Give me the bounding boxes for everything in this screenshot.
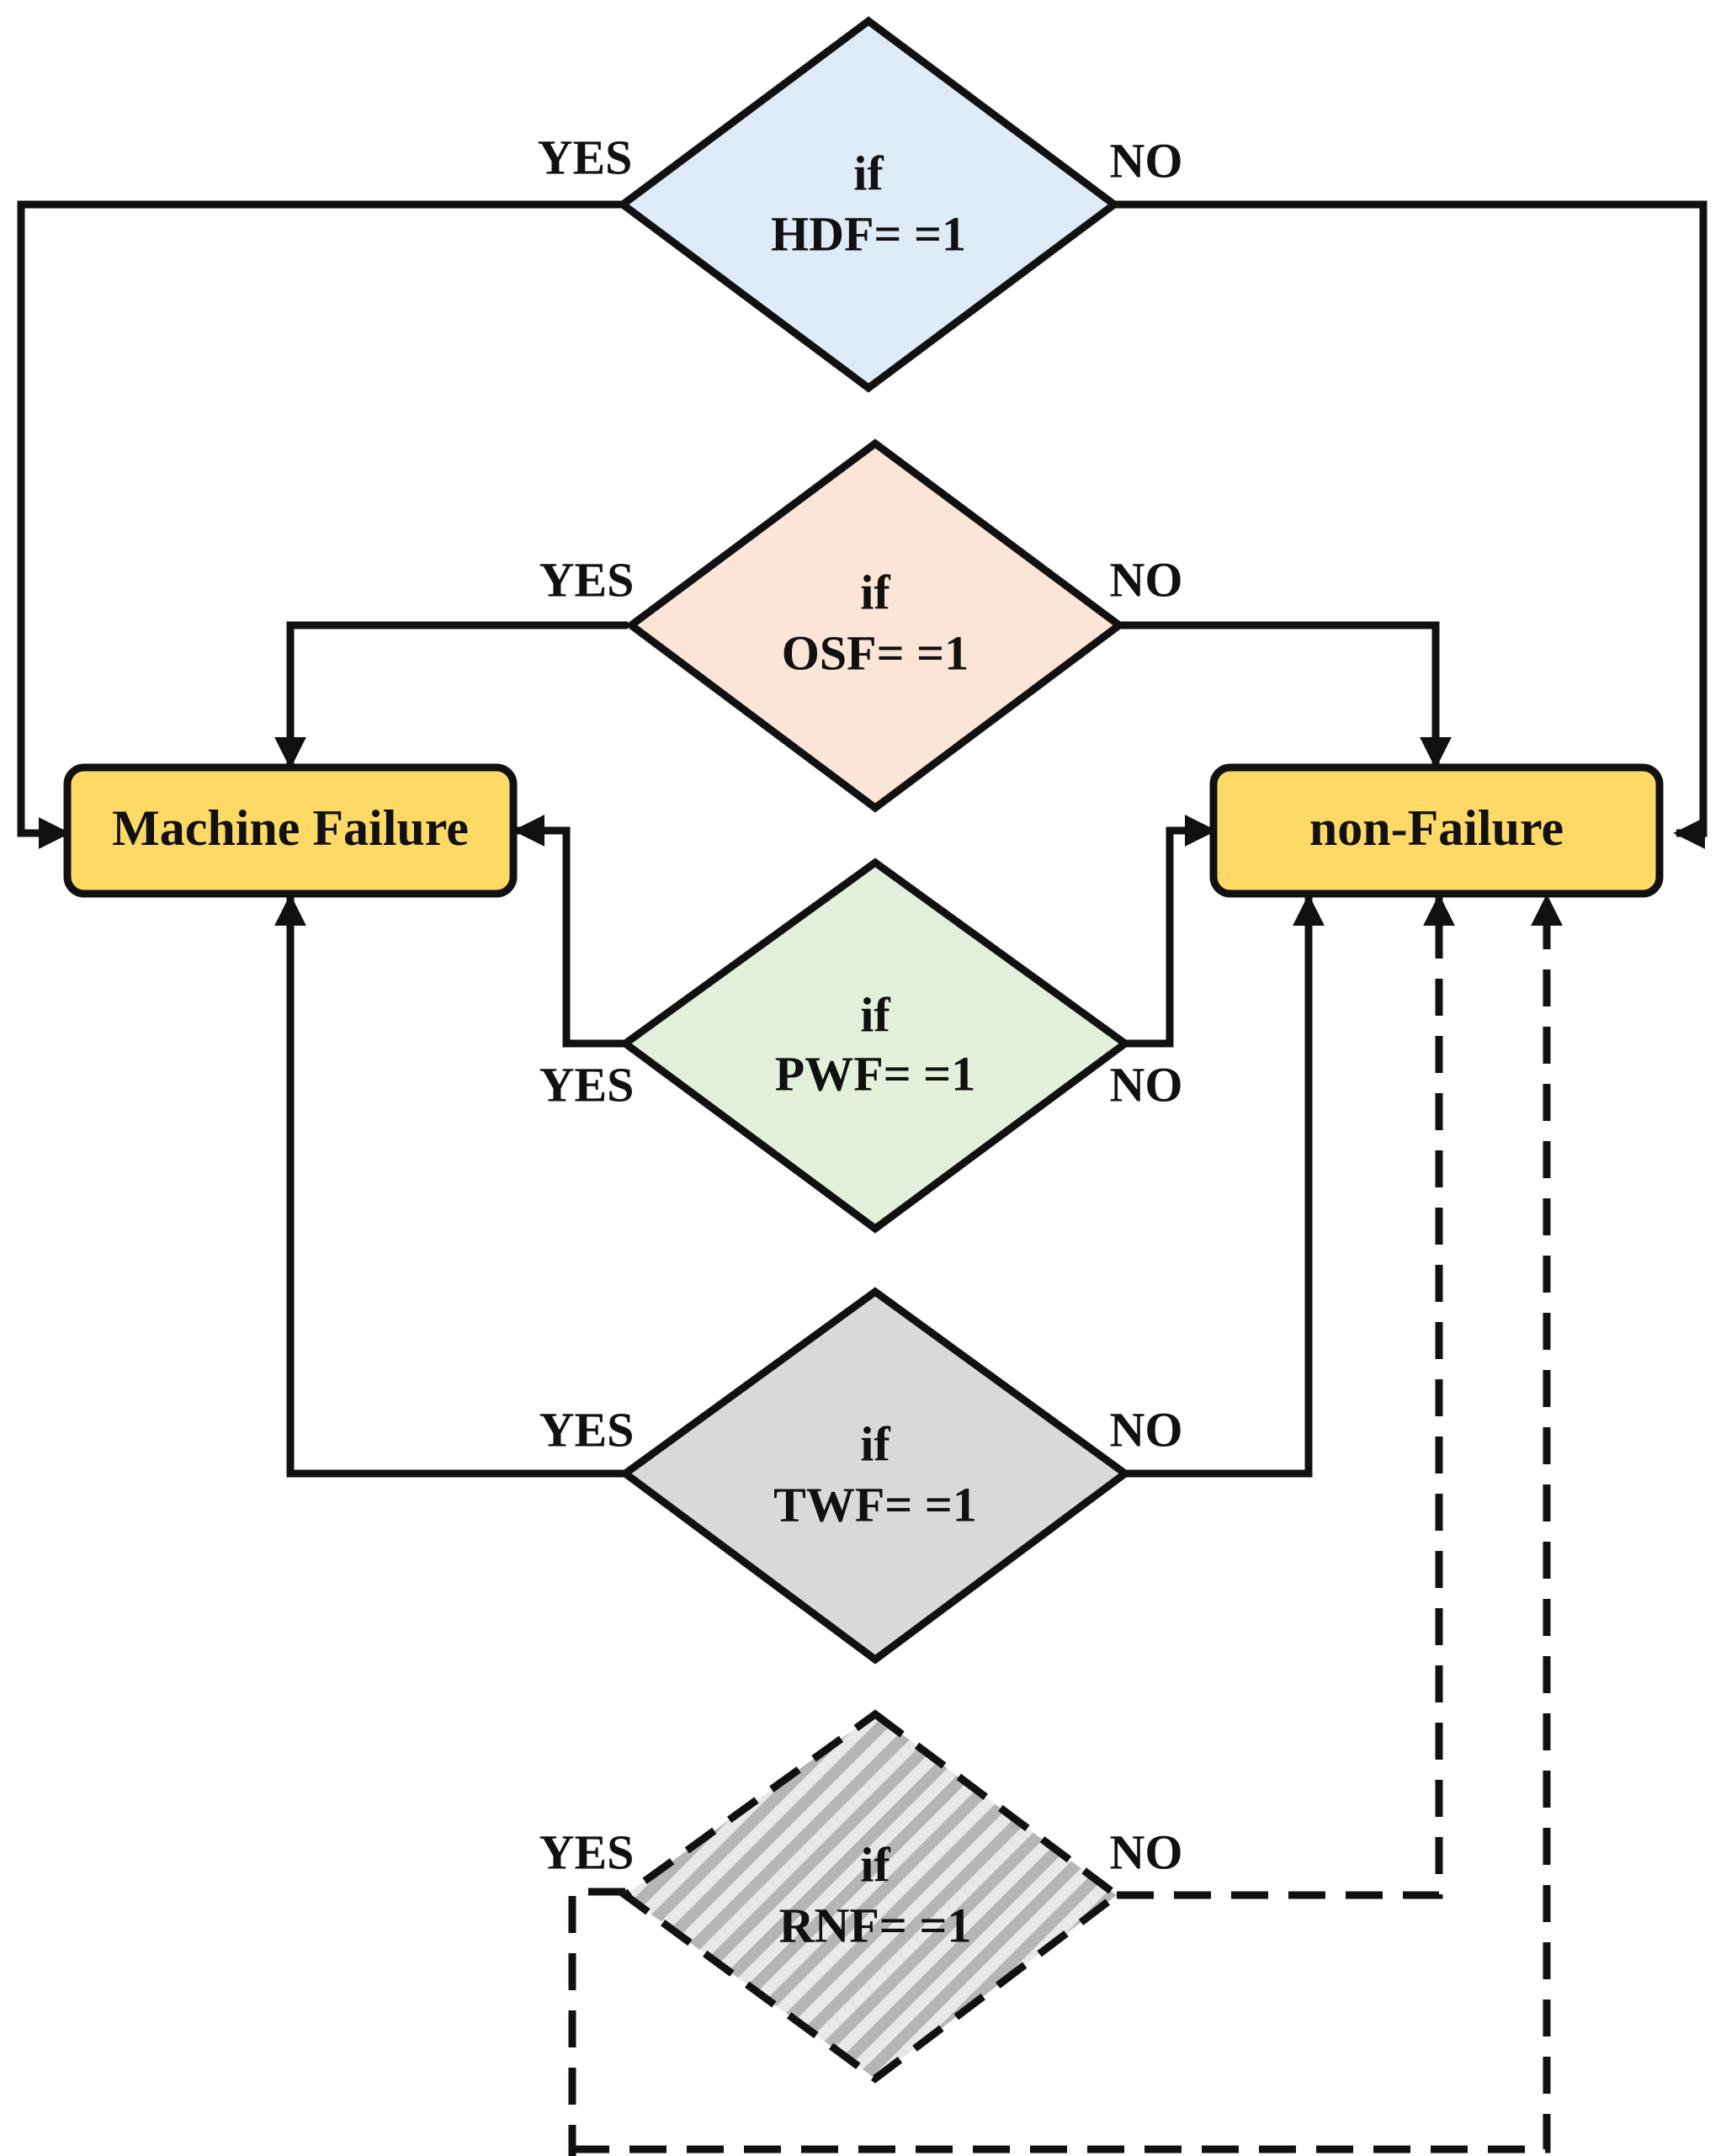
decision-hdf-if: if: [853, 146, 884, 200]
decision-twf: if TWF= =1 YES NO: [539, 1287, 1183, 1665]
rnf-yes-connector-return: [572, 894, 1563, 2153]
decision-twf-condition: TWF= =1: [773, 1477, 977, 1532]
twf-no-connector: [1125, 894, 1325, 1478]
decision-twf-diamond: [619, 1287, 1132, 1665]
decision-rnf-yes-label: YES: [539, 1824, 635, 1879]
decision-pwf-if: if: [860, 987, 890, 1042]
twf-yes-connector: [274, 894, 625, 1478]
osf-no-connector: [1119, 621, 1452, 769]
decision-osf: if OSF= =1 YES NO: [539, 438, 1183, 813]
decision-twf-if: if: [860, 1416, 890, 1471]
decision-osf-condition: OSF= =1: [782, 625, 969, 680]
decision-pwf-diamond: [619, 858, 1132, 1234]
decision-hdf-diamond: [616, 16, 1121, 393]
decision-hdf-yes-label: YES: [538, 130, 633, 184]
decision-hdf: if HDF= =1 YES NO: [538, 16, 1183, 393]
osf-yes-connector: [274, 621, 628, 769]
pwf-yes-connector: [512, 815, 625, 1048]
decision-pwf-no-label: NO: [1110, 1057, 1183, 1112]
decision-osf-diamond: [624, 438, 1126, 813]
decision-rnf-no-label: NO: [1110, 1824, 1183, 1879]
decision-pwf: if PWF= =1 YES NO: [539, 858, 1183, 1234]
rnf-no-connector: [1117, 894, 1455, 1899]
decision-osf-if: if: [860, 565, 890, 619]
decision-rnf-if: if: [860, 1837, 890, 1892]
pwf-no-connector: [1125, 815, 1217, 1048]
decision-twf-no-label: NO: [1110, 1402, 1183, 1457]
non-failure-box: non-Failure: [1209, 763, 1664, 898]
rnf-yes-connector: [568, 1888, 625, 2156]
hdf-yes-connector: [17, 200, 623, 849]
decision-rnf: if RNF= =1 YES NO: [539, 1709, 1183, 2084]
machine-failure-label: Machine Failure: [112, 800, 469, 856]
decision-osf-no-label: NO: [1110, 552, 1183, 607]
machine-failure-box: Machine Failure: [63, 763, 518, 898]
connectors: [17, 200, 1707, 2156]
decision-hdf-condition: HDF= =1: [771, 206, 966, 261]
decision-rnf-diamond: [619, 1709, 1123, 2084]
hdf-no-connector: [1114, 200, 1707, 849]
decision-rnf-condition: RNF= =1: [779, 1898, 972, 1952]
decision-osf-yes-label: YES: [539, 552, 635, 607]
decision-pwf-condition: PWF= =1: [775, 1046, 975, 1101]
non-failure-label: non-Failure: [1309, 800, 1564, 856]
decision-hdf-no-label: NO: [1110, 133, 1183, 188]
decision-twf-yes-label: YES: [539, 1402, 635, 1457]
decision-pwf-yes-label: YES: [539, 1057, 635, 1112]
